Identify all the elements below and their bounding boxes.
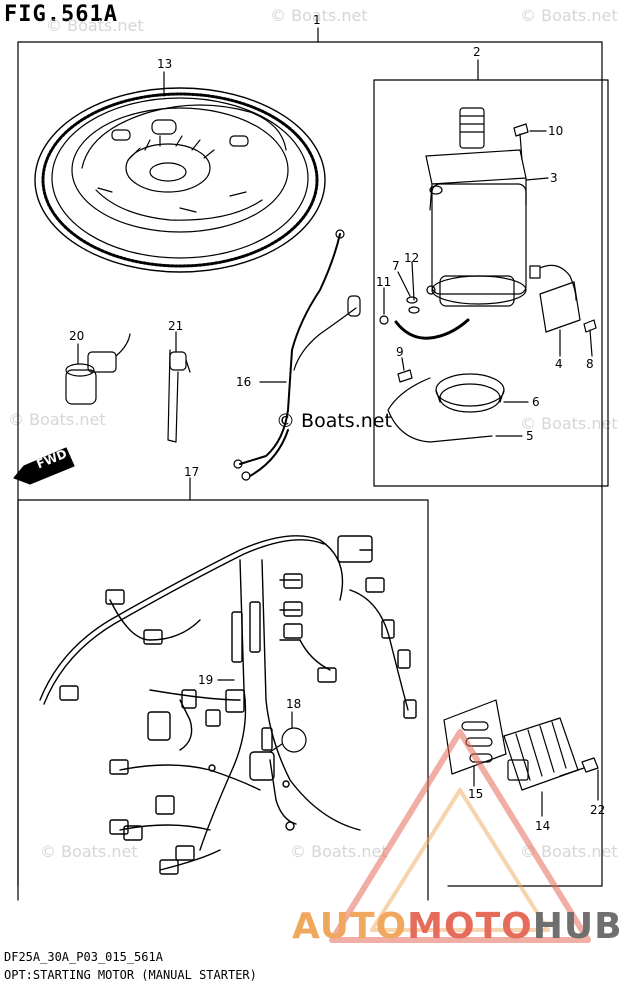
callout-4: 4 — [555, 357, 563, 371]
callout-19: 19 — [198, 673, 213, 687]
watermark: © Boats.net — [8, 410, 106, 429]
starter-motor-part-3 — [425, 107, 527, 307]
bolt-part-9 — [397, 369, 413, 383]
wiring-harness — [39, 535, 417, 875]
sensor-part-20 — [65, 333, 131, 405]
brand-logo-part2: MOTO — [407, 906, 533, 947]
callout-6: 6 — [532, 395, 540, 409]
brand-logo-triangle-icon — [329, 729, 591, 943]
brand-logo: AUTOMOTOHUB — [292, 906, 620, 947]
callout-12: 12 — [404, 251, 419, 265]
leader-12 — [411, 261, 415, 301]
figure-caption: OPT:STARTING MOTOR (MANUAL STARTER) — [4, 968, 257, 982]
callout-15: 15 — [468, 787, 483, 801]
washer-part-12 — [408, 306, 420, 314]
harness-box — [17, 499, 429, 901]
watermark: © Boats.net — [520, 6, 618, 25]
cable-link — [394, 318, 470, 340]
callout-3: 3 — [550, 171, 558, 185]
cable-part-16 — [233, 229, 361, 481]
brand-logo-part3: HUB — [532, 906, 620, 947]
leader-7 — [397, 271, 411, 297]
clamp-part-21 — [167, 349, 191, 443]
flywheel-part-13 — [34, 87, 326, 273]
bolt-part-10 — [513, 123, 529, 161]
figure-title: FIG.561A — [4, 2, 118, 27]
callout-2: 2 — [473, 45, 481, 59]
band-part-6 — [435, 373, 505, 413]
callout-17: 17 — [184, 465, 199, 479]
callout-22: 22 — [590, 803, 605, 817]
brand-logo-part1: AUTO — [292, 906, 408, 947]
callout-11: 11 — [376, 275, 391, 289]
relay-part-4 — [529, 264, 581, 333]
callout-18: 18 — [286, 697, 301, 711]
figure-code: DF25A_30A_P03_015_561A — [4, 950, 163, 964]
callout-21: 21 — [168, 319, 183, 333]
bolt-part-8 — [583, 319, 597, 357]
watermark-center: © Boats.net — [276, 410, 392, 432]
fwd-arrow-icon — [13, 447, 75, 485]
starter-motor-box — [373, 79, 609, 487]
watermark: © Boats.net — [520, 414, 618, 433]
watermark: © Boats.net — [46, 16, 144, 35]
watermark: © Boats.net — [520, 842, 618, 861]
regulator-part-14 — [503, 717, 579, 791]
callout-9: 9 — [396, 345, 404, 359]
watermark: © Boats.net — [270, 6, 368, 25]
leader-3 — [525, 177, 549, 181]
bracket-part-5 — [387, 377, 493, 443]
brand-logo-inner-triangle-icon — [370, 788, 550, 932]
nut-part-11 — [379, 315, 389, 325]
watermark: © Boats.net — [290, 842, 388, 861]
callout-16: 16 — [236, 375, 251, 389]
leader-9 — [401, 357, 405, 371]
callout-14: 14 — [535, 819, 550, 833]
bracket-part-15 — [443, 699, 507, 775]
callout-5: 5 — [526, 429, 534, 443]
callout-8: 8 — [586, 357, 594, 371]
callout-10: 10 — [548, 124, 563, 138]
watermark: © Boats.net — [40, 842, 138, 861]
callout-13: 13 — [157, 57, 172, 71]
washer-part-7 — [406, 296, 418, 304]
bolt-part-22 — [559, 757, 599, 777]
callout-20: 20 — [69, 329, 84, 343]
sensor-part-18 — [269, 727, 307, 753]
callout-1: 1 — [313, 13, 321, 27]
callout-7: 7 — [392, 259, 400, 273]
